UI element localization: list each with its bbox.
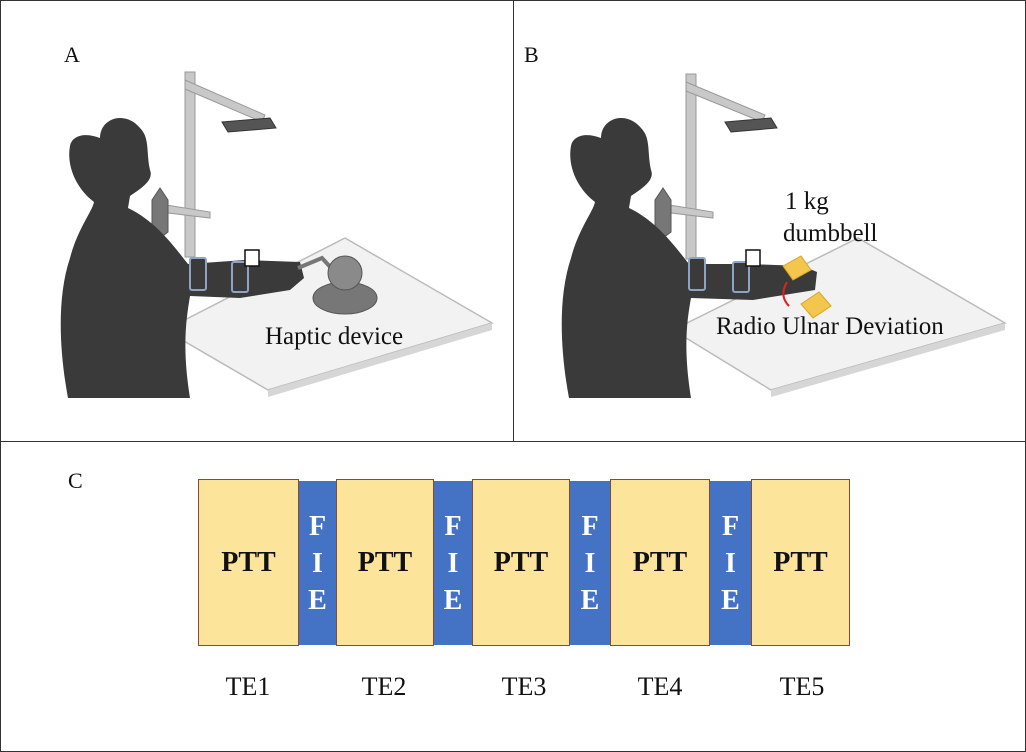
fie-letter-i: I	[725, 547, 736, 579]
panel-c-letter: C	[68, 468, 83, 493]
fie-letter-e: E	[443, 584, 463, 616]
epoch-label-te2: TE2	[361, 672, 407, 701]
fie-letter-e: E	[721, 584, 740, 616]
fie-letter-i: I	[584, 547, 596, 579]
armband-lower	[231, 261, 249, 293]
panel-a-letter: A	[64, 42, 80, 67]
table-edge	[268, 323, 492, 397]
panel-b-scene	[561, 73, 1007, 398]
ptt-block-2: PTT	[336, 479, 434, 646]
table-edge	[771, 323, 1005, 397]
epoch-label-te1: TE1	[225, 672, 271, 701]
stand-pole	[184, 71, 196, 258]
stand-arm	[685, 81, 766, 123]
epoch-label-te5: TE5	[779, 672, 825, 701]
fie-letter-i: I	[312, 547, 323, 579]
dumbbell-label-line2: dumbbell	[783, 220, 878, 247]
person-silhouette	[60, 117, 304, 398]
haptic-device-label: Haptic device	[265, 323, 404, 350]
fie-letter-f: F	[721, 510, 740, 542]
marker-tag	[745, 249, 761, 267]
fie-interval-1: F I E	[299, 481, 336, 645]
fie-letter-e: E	[308, 584, 327, 616]
fie-letter-f: F	[308, 510, 327, 542]
ptt-block-1: PTT	[198, 479, 299, 646]
fie-interval-4: F I E	[710, 481, 751, 645]
ptt-block-3: PTT	[472, 479, 570, 646]
stand-arm	[184, 79, 266, 123]
fie-interval-3: F I E	[570, 481, 610, 645]
fie-letter-e: E	[580, 584, 600, 616]
armband-lower	[732, 261, 750, 293]
fie-letter-f: F	[581, 510, 599, 542]
person-silhouette	[561, 117, 817, 398]
camera	[724, 117, 778, 133]
dumbbell-bottom-plate	[800, 291, 832, 319]
dumbbell-label-line1: 1 kg	[785, 188, 829, 215]
stand-pole	[685, 73, 697, 260]
fie-letter-i: I	[447, 547, 459, 579]
panel-b-letter: B	[524, 42, 539, 67]
deviation-arrow	[782, 281, 790, 307]
table-top	[163, 237, 494, 391]
fie-interval-2: F I E	[434, 481, 472, 645]
epoch-label-te4: TE4	[637, 672, 683, 701]
fie-letter-f: F	[444, 510, 462, 542]
haptic-head	[327, 255, 363, 291]
ptt-block-5: PTT	[751, 479, 850, 646]
ptt-block-4: PTT	[610, 479, 710, 646]
camera	[221, 117, 277, 133]
armband-upper	[688, 257, 706, 291]
epoch-label-te3: TE3	[501, 672, 547, 701]
marker-tag	[244, 249, 260, 267]
armband-upper	[189, 257, 207, 291]
panel-a-scene	[60, 71, 494, 398]
dumbbell-top-plate	[782, 255, 812, 281]
radio-ulnar-label: Radio Ulnar Deviation	[716, 313, 944, 340]
